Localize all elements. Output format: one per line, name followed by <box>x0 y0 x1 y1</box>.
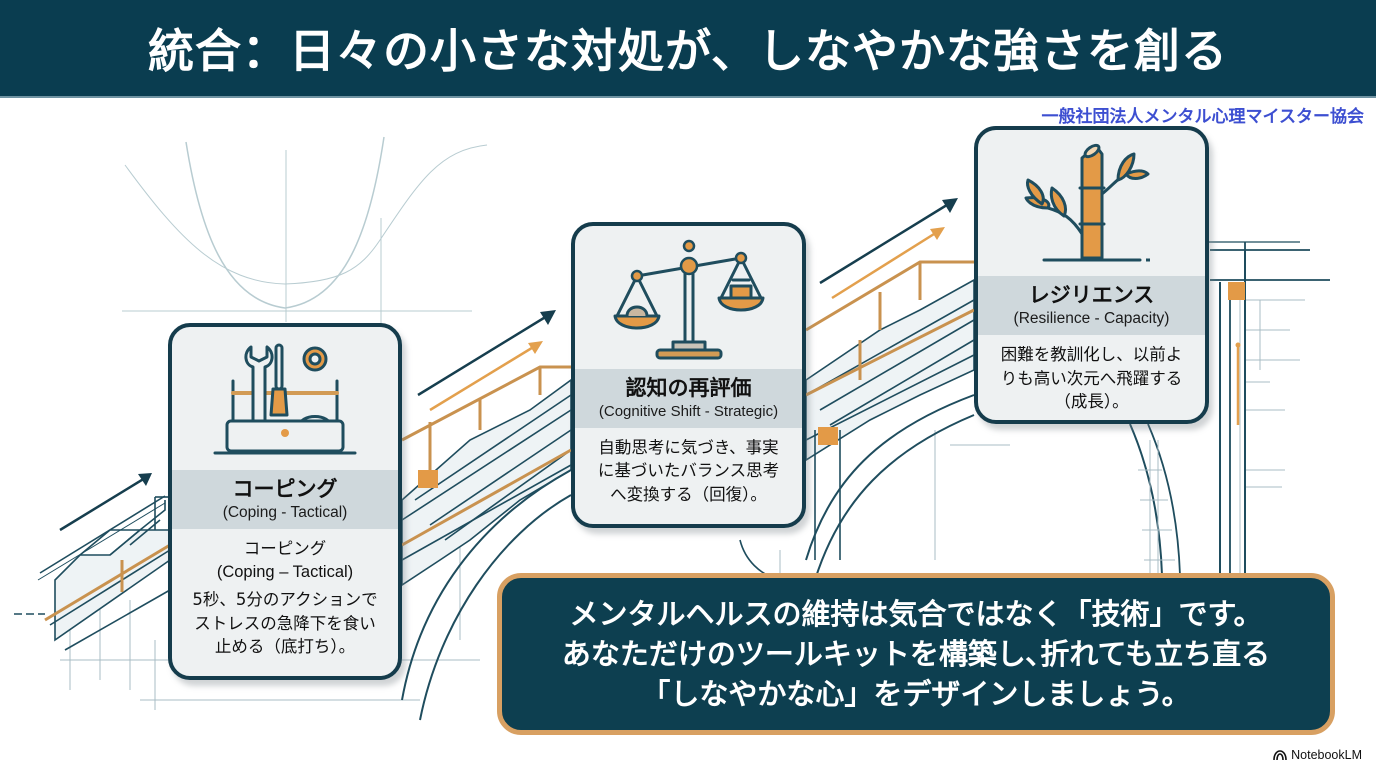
card-title: コーピング <box>232 477 338 501</box>
page-title: 統合：日々の小さな対処が、しなやかな強さを創る <box>147 24 1229 78</box>
organization-name: 一般社団法人メンタル心理マイスター協会 <box>1041 107 1365 127</box>
card-cognitive-reappraisal: 認知の再評価 (Cognitive Shift - Strategic) 自動思… <box>571 222 806 528</box>
card-body-title: コーピング <box>243 539 327 559</box>
card-body: 自動思考に気づき、事実 に基づいたバランス思考 へ変換する（回復）。 <box>575 428 802 514</box>
card-subtitle: (Resilience - Capacity) <box>1013 310 1170 328</box>
card-body-line: 5秒、5分のアクションで <box>192 590 378 610</box>
card-subtitle: (Cognitive Shift - Strategic) <box>598 403 779 421</box>
card-title: 認知の再評価 <box>625 376 752 400</box>
staircase-illustration <box>14 136 1330 721</box>
title-bar: 統合：日々の小さな対処が、しなやかな強さを創る <box>0 0 1376 98</box>
card-body-line: ストレスの急降下を食い <box>194 613 376 633</box>
card-body-line: 止める（底打ち）。 <box>214 637 356 657</box>
card-icon-area <box>172 327 398 470</box>
card-header-band: コーピング (Coping - Tactical) <box>172 470 398 530</box>
card-body: 困難を教訓化し、以前よ りも高い次元へ飛躍する （成長）。 <box>978 335 1205 420</box>
staircase-left <box>37 495 171 651</box>
notebooklm-logo-icon <box>1273 749 1287 760</box>
card-body-line: へ変換する（回復）。 <box>610 484 767 504</box>
card-icon-area <box>978 130 1205 276</box>
key-message-line: あなただけのツールキットを構築し､折れても立ち直る <box>561 636 1271 671</box>
card-body-line: に基づいたバランス思考 <box>597 461 780 481</box>
handrail-middle <box>401 365 572 547</box>
handrail-right <box>805 260 975 397</box>
card-body: コーピング (Coping – Tactical) 5秒、5分のアクションで ス… <box>172 529 398 666</box>
toolbox-icon <box>213 343 357 455</box>
card-coping: コーピング (Coping - Tactical) コーピング (Coping … <box>168 323 402 680</box>
key-message-line: 「しなやかな心」をデザインしましょう。 <box>641 677 1191 711</box>
tower-accent-block <box>1228 282 1245 300</box>
growth-arrows <box>59 198 958 532</box>
key-message-line: メンタルヘルスの維持は気合ではなく「技術」です。 <box>569 596 1263 631</box>
card-header-band: レジリエンス (Resilience - Capacity) <box>978 276 1205 336</box>
card-body-line: 自動思考に気づき、事実 <box>598 437 779 457</box>
card-body-line: （成長）。 <box>1054 392 1129 412</box>
card-body-subtitle: (Coping – Tactical) <box>216 562 354 581</box>
stress-curve-graphic <box>122 136 488 330</box>
bamboo-icon <box>1024 143 1150 262</box>
key-message-box: メンタルヘルスの維持は気合ではなく「技術」です。 あなただけのツールキットを構築… <box>497 573 1335 735</box>
arch-tower <box>1129 241 1330 576</box>
notebooklm-brand: NotebookLM <box>1273 748 1362 762</box>
balance-scale-icon <box>613 239 764 360</box>
brand-label: NotebookLM <box>1291 748 1362 762</box>
card-resilience: レジリエンス (Resilience - Capacity) 困難を教訓化し、以… <box>974 126 1209 424</box>
card-header-band: 認知の再評価 (Cognitive Shift - Strategic) <box>575 369 802 428</box>
staircase-middle <box>401 378 781 721</box>
card-icon-area <box>575 226 802 369</box>
staircase-right <box>805 278 975 581</box>
card-subtitle: (Coping - Tactical) <box>222 504 348 522</box>
card-title: レジリエンス <box>1028 283 1155 307</box>
card-body-line: 困難を教訓化し、以前よ <box>1000 345 1183 365</box>
card-body-line: りも高い次元へ飛躍する <box>1000 368 1183 388</box>
